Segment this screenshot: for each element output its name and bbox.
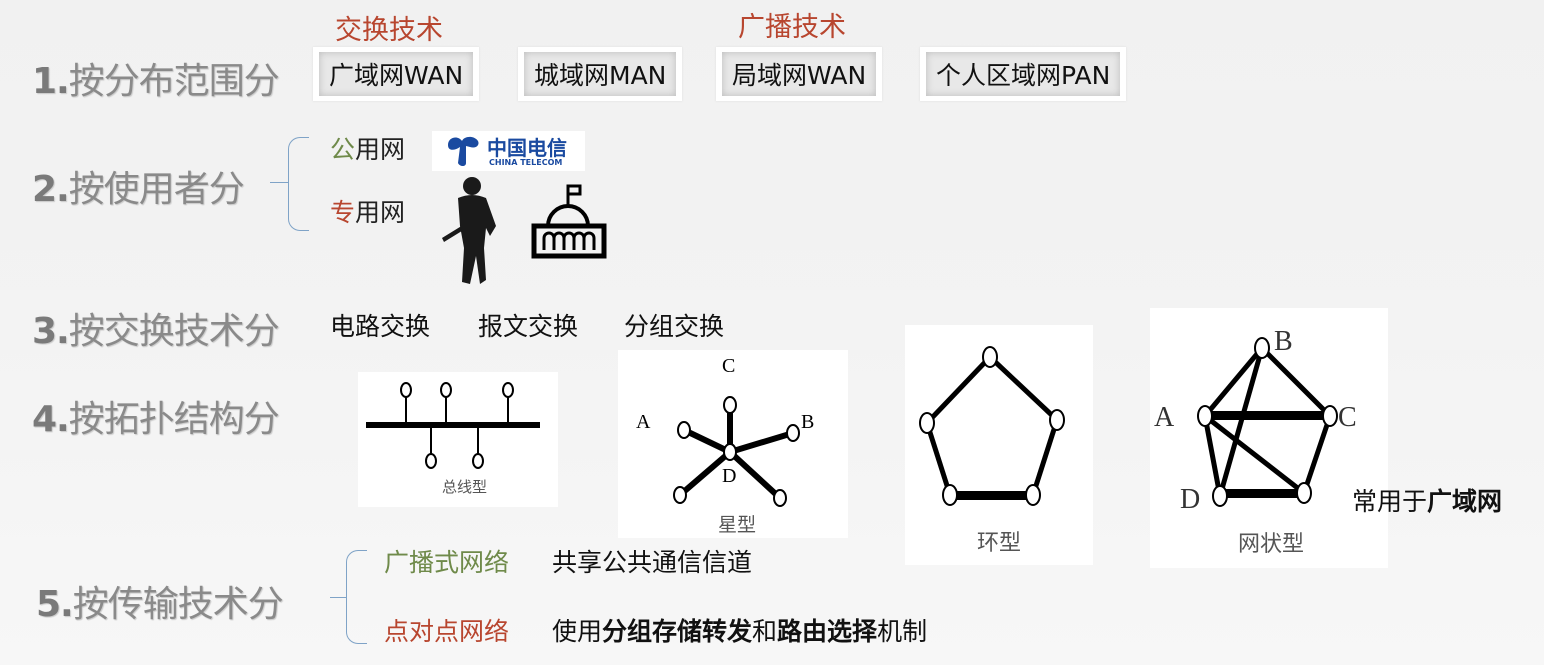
mesh-label-d: D bbox=[1180, 484, 1200, 515]
p2p-description: 使用分组存储转发和路由选择机制 bbox=[552, 612, 927, 648]
star-label-d: D bbox=[722, 465, 736, 487]
section4-heading: 4.按拓扑结构分 bbox=[32, 390, 280, 442]
mesh-note-bold: 广域网 bbox=[1427, 487, 1503, 516]
bus-diagram bbox=[366, 382, 540, 469]
mesh-diagram: B A C D bbox=[1154, 326, 1357, 515]
p2p-desc-bold-2: 路由选择 bbox=[777, 617, 878, 646]
pan-label: 个人区域网PAN bbox=[926, 52, 1121, 96]
public-prefix: 公 bbox=[330, 135, 356, 164]
brace bbox=[288, 137, 309, 231]
government-building-icon bbox=[531, 184, 607, 259]
heading-text: 按传输技术分 bbox=[72, 584, 284, 625]
mesh-caption: 网状型 bbox=[1238, 532, 1305, 557]
private-prefix: 专 bbox=[330, 198, 356, 227]
wan-box: 广域网WAN bbox=[313, 47, 480, 101]
bus-topology: 总线型 bbox=[358, 372, 558, 507]
logo-cn-text: 中国电信 bbox=[487, 136, 567, 160]
private-suffix: 用网 bbox=[355, 198, 406, 227]
mesh-label-a: A bbox=[1154, 402, 1175, 433]
section1-heading: 1.按分布范围分 bbox=[32, 52, 280, 104]
p2p-network-label: 点对点网络 bbox=[384, 617, 510, 646]
private-network-label: 专用网 bbox=[330, 193, 405, 229]
star-label-b: B bbox=[801, 411, 814, 433]
annotation-switching: 交换技术 bbox=[335, 15, 443, 46]
section5-heading: 5.按传输技术分 bbox=[36, 575, 284, 627]
china-telecom-logo: 中国电信 CHINA TELECOM bbox=[432, 131, 585, 171]
heading-text: 按交换技术分 bbox=[68, 311, 280, 352]
public-network-label: 公用网 bbox=[330, 130, 405, 166]
p2p-desc-2: 和 bbox=[752, 617, 778, 646]
section3-heading: 3.按交换技术分 bbox=[32, 302, 280, 354]
man-box: 城域网MAN bbox=[518, 47, 683, 101]
star-caption: 星型 bbox=[718, 514, 757, 536]
heading-number: 2. bbox=[32, 169, 70, 210]
broadcast-description: 共享公共通信信道 bbox=[552, 548, 753, 577]
broadcast-network-label: 广播式网络 bbox=[384, 548, 510, 577]
lan-box: 局域网WAN bbox=[716, 47, 883, 101]
man-label: 城域网MAN bbox=[524, 52, 677, 96]
ring-caption: 环型 bbox=[977, 531, 1022, 556]
brace bbox=[346, 550, 367, 644]
mesh-label-b: B bbox=[1274, 326, 1293, 357]
mesh-topology: B A C D 网状型 bbox=[1150, 308, 1388, 568]
heading-number: 4. bbox=[32, 399, 70, 440]
brace-tick bbox=[330, 597, 346, 598]
ring-topology: 环型 bbox=[905, 325, 1093, 565]
bus-caption: 总线型 bbox=[442, 478, 488, 496]
heading-number: 5. bbox=[36, 584, 74, 625]
soldier-icon bbox=[442, 177, 496, 284]
heading-number: 3. bbox=[32, 311, 70, 352]
brace-tick bbox=[270, 182, 288, 183]
heading-text: 按分布范围分 bbox=[68, 61, 280, 102]
heading-number: 1. bbox=[32, 61, 70, 102]
packet-switching: 分组交换 bbox=[624, 312, 725, 341]
public-suffix: 用网 bbox=[355, 135, 406, 164]
star-label-c: C bbox=[722, 355, 735, 377]
star-topology: C A B D 星型 bbox=[618, 350, 848, 538]
star-diagram: C A B D bbox=[636, 355, 814, 507]
annotation-broadcast: 广播技术 bbox=[738, 12, 846, 43]
p2p-desc-3: 机制 bbox=[877, 617, 928, 646]
telecom-swirl-icon bbox=[448, 136, 479, 166]
message-switching: 报文交换 bbox=[478, 312, 579, 341]
section2-heading: 2.按使用者分 bbox=[32, 160, 245, 212]
lan-label: 局域网WAN bbox=[722, 52, 877, 96]
p2p-desc-bold-1: 分组存储转发 bbox=[602, 617, 753, 646]
wan-label: 广域网WAN bbox=[319, 52, 474, 96]
circuit-switching: 电路交换 bbox=[330, 312, 431, 341]
mesh-label-c: C bbox=[1338, 402, 1357, 433]
heading-text: 按拓扑结构分 bbox=[68, 399, 280, 440]
heading-text: 按使用者分 bbox=[68, 169, 245, 210]
logo-en-text: CHINA TELECOM bbox=[489, 158, 563, 167]
mesh-note: 常用于广域网 bbox=[1352, 482, 1502, 518]
pan-box: 个人区域网PAN bbox=[920, 47, 1127, 101]
star-label-a: A bbox=[636, 411, 651, 433]
ring-diagram bbox=[919, 346, 1065, 506]
p2p-desc-1: 使用 bbox=[552, 617, 603, 646]
mesh-note-prefix: 常用于 bbox=[1352, 487, 1428, 516]
